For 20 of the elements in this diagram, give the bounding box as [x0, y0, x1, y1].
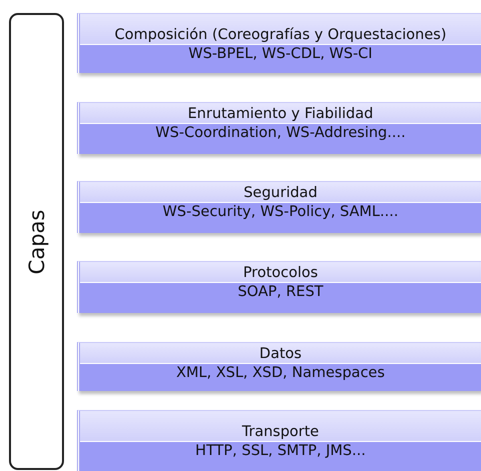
- layer-box: [77, 102, 481, 154]
- layer-title: Enrutamiento y Fiabilidad: [188, 105, 374, 123]
- layer-box: [77, 13, 481, 73]
- layer-box: [77, 410, 481, 471]
- layer-items: XML, XSL, XSD, Namespaces: [176, 364, 385, 382]
- layer-title: Seguridad: [244, 184, 318, 202]
- layer-items: WS-Security, WS-Policy, SAML....: [162, 203, 398, 221]
- layer-items: HTTP, SSL, SMTP, JMS...: [195, 442, 366, 460]
- layer-items: SOAP, REST: [238, 283, 324, 301]
- layer-title: Datos: [259, 345, 302, 363]
- layer-box: [77, 342, 481, 391]
- layer-title: Protocolos: [243, 264, 318, 282]
- layer-title: Transporte: [242, 423, 319, 441]
- layer-items: WS-Coordination, WS-Addresing....: [155, 124, 406, 142]
- layer-items: WS-BPEL, WS-CDL, WS-CI: [188, 45, 372, 63]
- layer-box: [77, 261, 481, 313]
- layer-title: Composición (Coreografías y Orquestaciones): [114, 26, 446, 44]
- rounded-box: [9, 13, 64, 470]
- layer-box: [77, 181, 481, 233]
- vertical-label: Capas: [24, 209, 48, 274]
